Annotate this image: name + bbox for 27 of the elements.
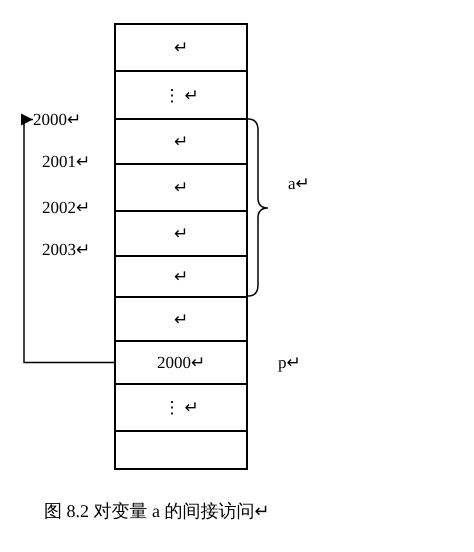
memory-cell — [114, 430, 248, 470]
memory-cell — [114, 296, 248, 342]
cell-value: ⋮ ↵ — [163, 397, 199, 418]
cell-value: ↵ — [174, 266, 188, 287]
cell-value: ↵ — [174, 308, 188, 330]
cell-value: 2000↵ — [157, 352, 205, 373]
arrow — [21, 114, 114, 364]
cell-value: ↵ — [174, 131, 188, 152]
text-label: p↵ — [278, 352, 300, 373]
figure-caption: 图 8.2 对变量 a 的间接访问↵ — [44, 500, 270, 523]
memory-cell — [114, 340, 248, 385]
text-label: 2002↵ — [42, 197, 90, 218]
memory-cell — [114, 255, 248, 298]
cell-value: ↵ — [174, 37, 188, 58]
memory-cell — [114, 118, 248, 165]
cell-value: ↵ — [174, 177, 188, 198]
memory-cell — [114, 70, 248, 120]
address-label: 2000↵ — [33, 110, 81, 129]
memory-cell — [114, 163, 248, 212]
cell-value: ⋮ ↵ — [163, 84, 199, 106]
memory-cell — [114, 23, 248, 72]
memory-cell — [114, 210, 248, 257]
text-label: 2003↵ — [42, 239, 90, 260]
text-label: a↵ — [288, 173, 310, 194]
memory-cell — [114, 383, 248, 432]
text-label: 2001↵ — [42, 151, 90, 172]
cell-value: ↵ — [174, 223, 188, 244]
